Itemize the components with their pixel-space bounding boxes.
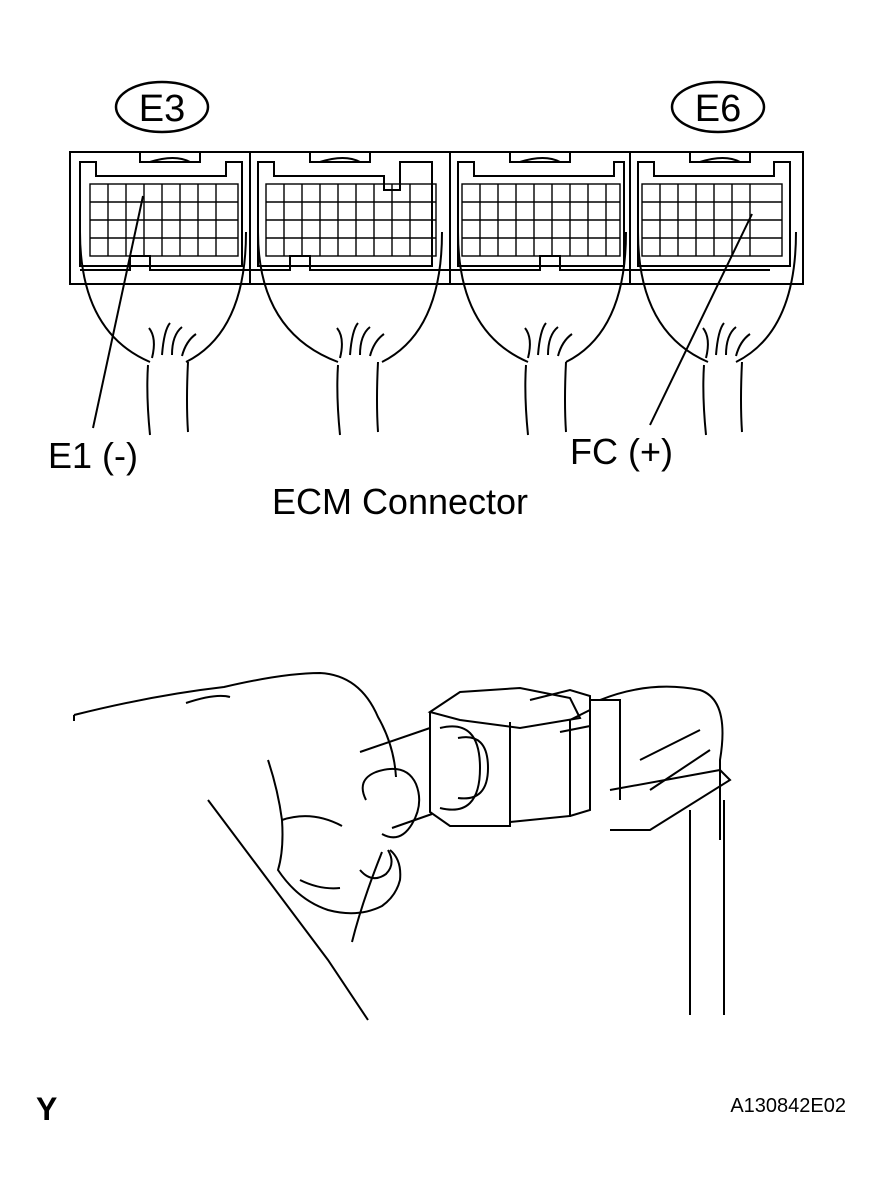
terminal-right-label: FC (+) bbox=[570, 431, 673, 472]
connector-right-id: E6 bbox=[695, 88, 741, 130]
figure-code: A130842E02 bbox=[730, 1095, 846, 1117]
connector-label-e3: E3 bbox=[114, 80, 210, 134]
hand-holding-connector-icon bbox=[73, 671, 732, 1021]
connector-left-id: E3 bbox=[139, 88, 185, 130]
caption-label: ECM Connector bbox=[272, 481, 528, 522]
ecm-connector-icon bbox=[69, 151, 804, 436]
connector-label-e6: E6 bbox=[670, 80, 766, 134]
terminal-left-label: E1 (-) bbox=[48, 435, 138, 476]
corner-letter: Y bbox=[36, 1091, 57, 1127]
